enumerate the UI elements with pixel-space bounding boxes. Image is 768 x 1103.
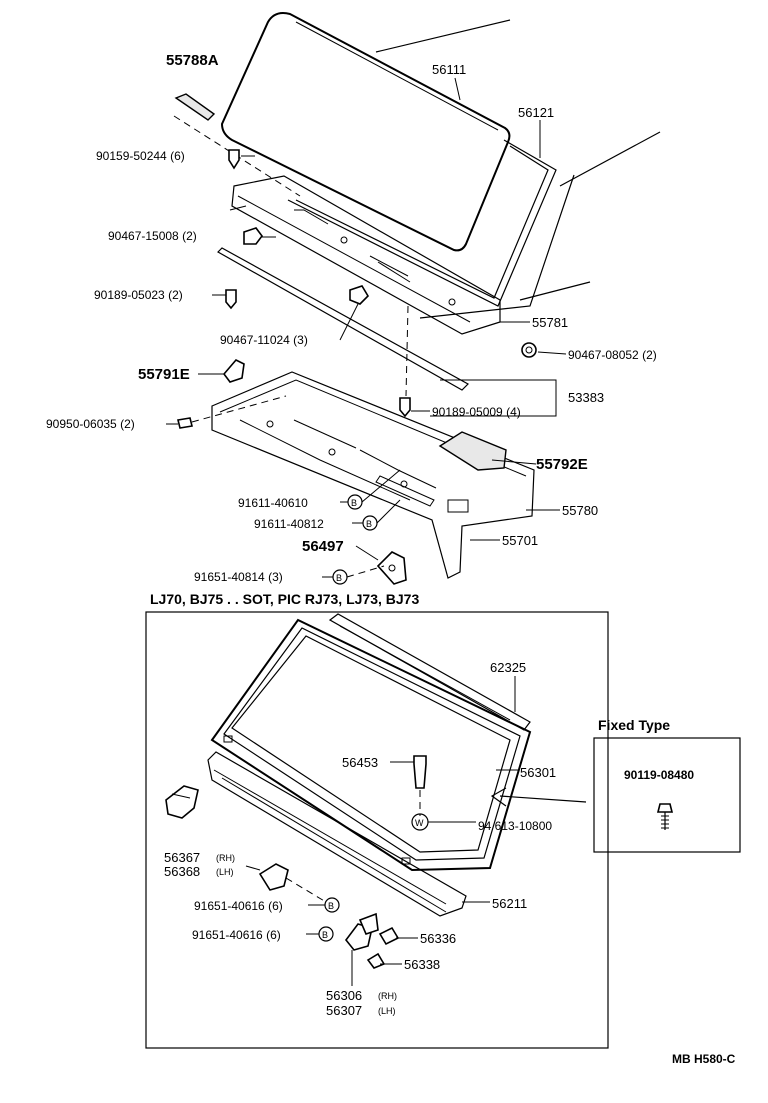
clip-90467-15008: [243, 227, 263, 245]
label-lh-1: (LH): [216, 867, 234, 877]
label-55791E: 55791E: [138, 366, 190, 383]
label-56336: 56336: [420, 931, 456, 946]
label-90189-05009: 90189-05009 (4): [432, 405, 521, 419]
footer-code: MB H580-C: [672, 1052, 736, 1066]
label-91611-40812: 91611-40812: [254, 517, 324, 531]
label-90119: 90119-08480: [624, 768, 694, 782]
svg-text:B: B: [322, 930, 328, 940]
label-90467-08052: 90467-08052 (2): [568, 348, 657, 362]
label-56306: 56306: [326, 988, 362, 1003]
bracket-56497: [376, 551, 407, 585]
fixed-type-box: [593, 737, 741, 853]
svg-text:B: B: [328, 901, 334, 911]
bolt-b-1: B: [347, 494, 363, 510]
variant-header: LJ70, BJ75 . . SOT, PIC RJ73, LJ73, BJ73: [150, 591, 419, 607]
bolt-56453: [413, 755, 427, 816]
label-rh-1: (RH): [216, 853, 235, 863]
label-56301: 56301: [520, 765, 556, 780]
louver-seal-strip: [217, 247, 469, 391]
label-lh-2: (LH): [378, 1006, 396, 1016]
bolt-b-3: B: [332, 569, 348, 585]
label-55792E: 55792E: [536, 456, 588, 473]
cowl-louver-55781: [229, 175, 501, 335]
clip-90189-05023: [225, 289, 237, 310]
label-55781: 55781: [532, 315, 568, 330]
label-56211: 56211: [492, 896, 527, 911]
label-91651-40616-a: 91651-40616 (6): [194, 899, 283, 913]
pad-55792E: [438, 431, 507, 471]
label-55701: 55701: [502, 533, 538, 548]
label-90189-05023: 90189-05023 (2): [94, 288, 183, 302]
label-56121: 56121: [518, 105, 554, 120]
svg-text:B: B: [351, 498, 357, 508]
variant-box: [145, 611, 609, 1049]
clip-90467-08052: [521, 342, 537, 358]
clip-90467-11024: [339, 285, 370, 341]
svg-text:B: B: [336, 573, 342, 583]
label-56368: 56368: [164, 864, 200, 879]
label-62325: 62325: [490, 660, 526, 675]
part-55788A-strip: [173, 93, 301, 197]
label-55788A: 55788A: [166, 52, 219, 69]
label-94613: 94 613-10800: [478, 819, 552, 833]
cowl-panel-55701: [211, 371, 535, 579]
hinge-56306: [344, 912, 379, 951]
bolt-b-4: B: [324, 897, 340, 913]
bolt-b-5: B: [318, 926, 334, 942]
seal-56211: [207, 751, 467, 917]
rail-62325: [328, 613, 531, 731]
label-56367: 56367: [164, 850, 200, 865]
svg-text:W: W: [415, 818, 424, 828]
label-91651-40616-b: 91651-40616 (6): [192, 928, 281, 942]
plug-90950: [177, 395, 287, 429]
part-56336: [378, 926, 400, 946]
windshield-weatherstrip: [287, 139, 557, 307]
label-56497: 56497: [302, 538, 344, 555]
washer-w: W: [411, 813, 429, 831]
clip-90159: [228, 149, 255, 170]
leader-lines-upper: [166, 77, 567, 578]
fixed-type-arrow: [490, 787, 587, 807]
leader-lines-lower: [245, 676, 518, 986]
label-91611-40610: 91611-40610: [238, 496, 308, 510]
bolt-90119: [656, 803, 674, 830]
part-55791E: [222, 359, 245, 383]
label-56338: 56338: [404, 957, 440, 972]
label-56307: 56307: [326, 1003, 362, 1018]
windshield-glass: [220, 12, 511, 252]
label-90159: 90159-50244 (6): [96, 149, 185, 163]
label-90467-11024: 90467-11024 (3): [220, 333, 308, 347]
part-56338: [366, 952, 386, 969]
label-rh-2: (RH): [378, 991, 397, 1001]
label-55780: 55780: [562, 503, 598, 518]
bracket-56367: [258, 863, 327, 903]
label-90950: 90950-06035 (2): [46, 417, 135, 431]
label-53383: 53383: [568, 390, 604, 405]
label-56111: 56111: [432, 62, 466, 77]
label-90467-15008: 90467-15008 (2): [108, 229, 197, 243]
clip-90189-05009: [399, 397, 411, 418]
label-56453: 56453: [342, 755, 378, 770]
fixed-type-title: Fixed Type: [598, 717, 670, 733]
bolt-b-2: B: [362, 515, 378, 531]
vehicle-outline: [375, 19, 661, 319]
svg-text:B: B: [366, 519, 372, 529]
label-91651-40814: 91651-40814 (3): [194, 570, 283, 584]
clip-loose: [165, 785, 199, 819]
align-line-1: [405, 305, 409, 397]
